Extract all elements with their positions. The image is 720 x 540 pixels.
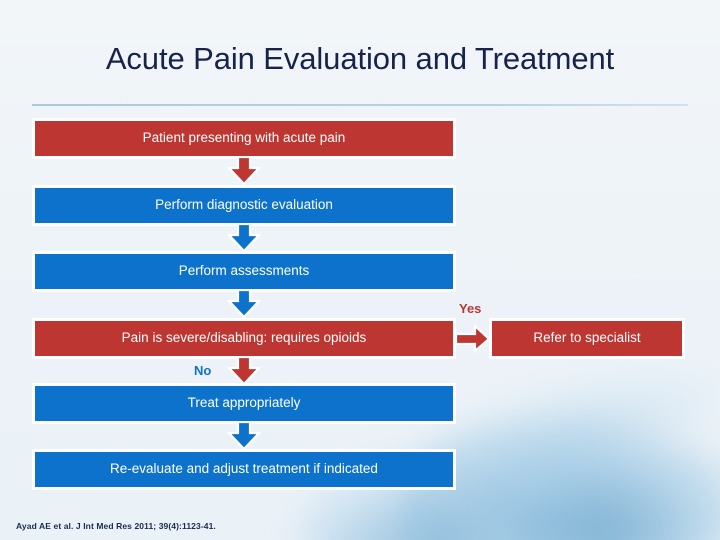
arrow-down-icon bbox=[227, 157, 261, 185]
arrow-down-icon bbox=[227, 224, 261, 252]
watercolor-accent-icon bbox=[413, 347, 720, 503]
arrow-down-icon bbox=[227, 357, 261, 385]
flow-box-perform-assessments[interactable]: Perform assessments bbox=[32, 251, 456, 292]
arrow-right-icon bbox=[456, 325, 490, 353]
flow-box-label: Pain is severe/disabling: requires opioi… bbox=[121, 330, 367, 346]
branch-label-no: No bbox=[194, 363, 212, 378]
citation-text: Ayad AE et al. J Int Med Res 2011; 39(4)… bbox=[16, 521, 216, 531]
title-divider bbox=[32, 104, 688, 106]
arrow-down-icon bbox=[227, 422, 261, 450]
flow-box-label: Treat appropriately bbox=[187, 395, 301, 411]
flow-box-re-evaluate[interactable]: Re-evaluate and adjust treatment if indi… bbox=[32, 449, 456, 490]
flow-box-label: Perform diagnostic evaluation bbox=[155, 197, 333, 213]
branch-label-yes: Yes bbox=[459, 301, 482, 316]
watercolor-accent-icon bbox=[480, 440, 720, 540]
flow-box-label: Perform assessments bbox=[178, 263, 310, 279]
flow-box-treat-appropriately[interactable]: Treat appropriately bbox=[32, 383, 456, 424]
arrow-down-icon bbox=[227, 290, 261, 318]
flow-box-pain-severe-decision[interactable]: Pain is severe/disabling: requires opioi… bbox=[32, 318, 456, 359]
flow-box-label: Patient presenting with acute pain bbox=[142, 130, 346, 146]
flow-box-label: Refer to specialist bbox=[533, 330, 641, 346]
flow-box-refer-to-specialist[interactable]: Refer to specialist bbox=[489, 318, 685, 359]
flow-box-diagnostic-evaluation[interactable]: Perform diagnostic evaluation bbox=[32, 185, 456, 226]
page-title: Acute Pain Evaluation and Treatment bbox=[105, 41, 615, 76]
flow-box-label: Re-evaluate and adjust treatment if indi… bbox=[110, 461, 378, 477]
flow-box-patient-presenting[interactable]: Patient presenting with acute pain bbox=[32, 118, 456, 159]
